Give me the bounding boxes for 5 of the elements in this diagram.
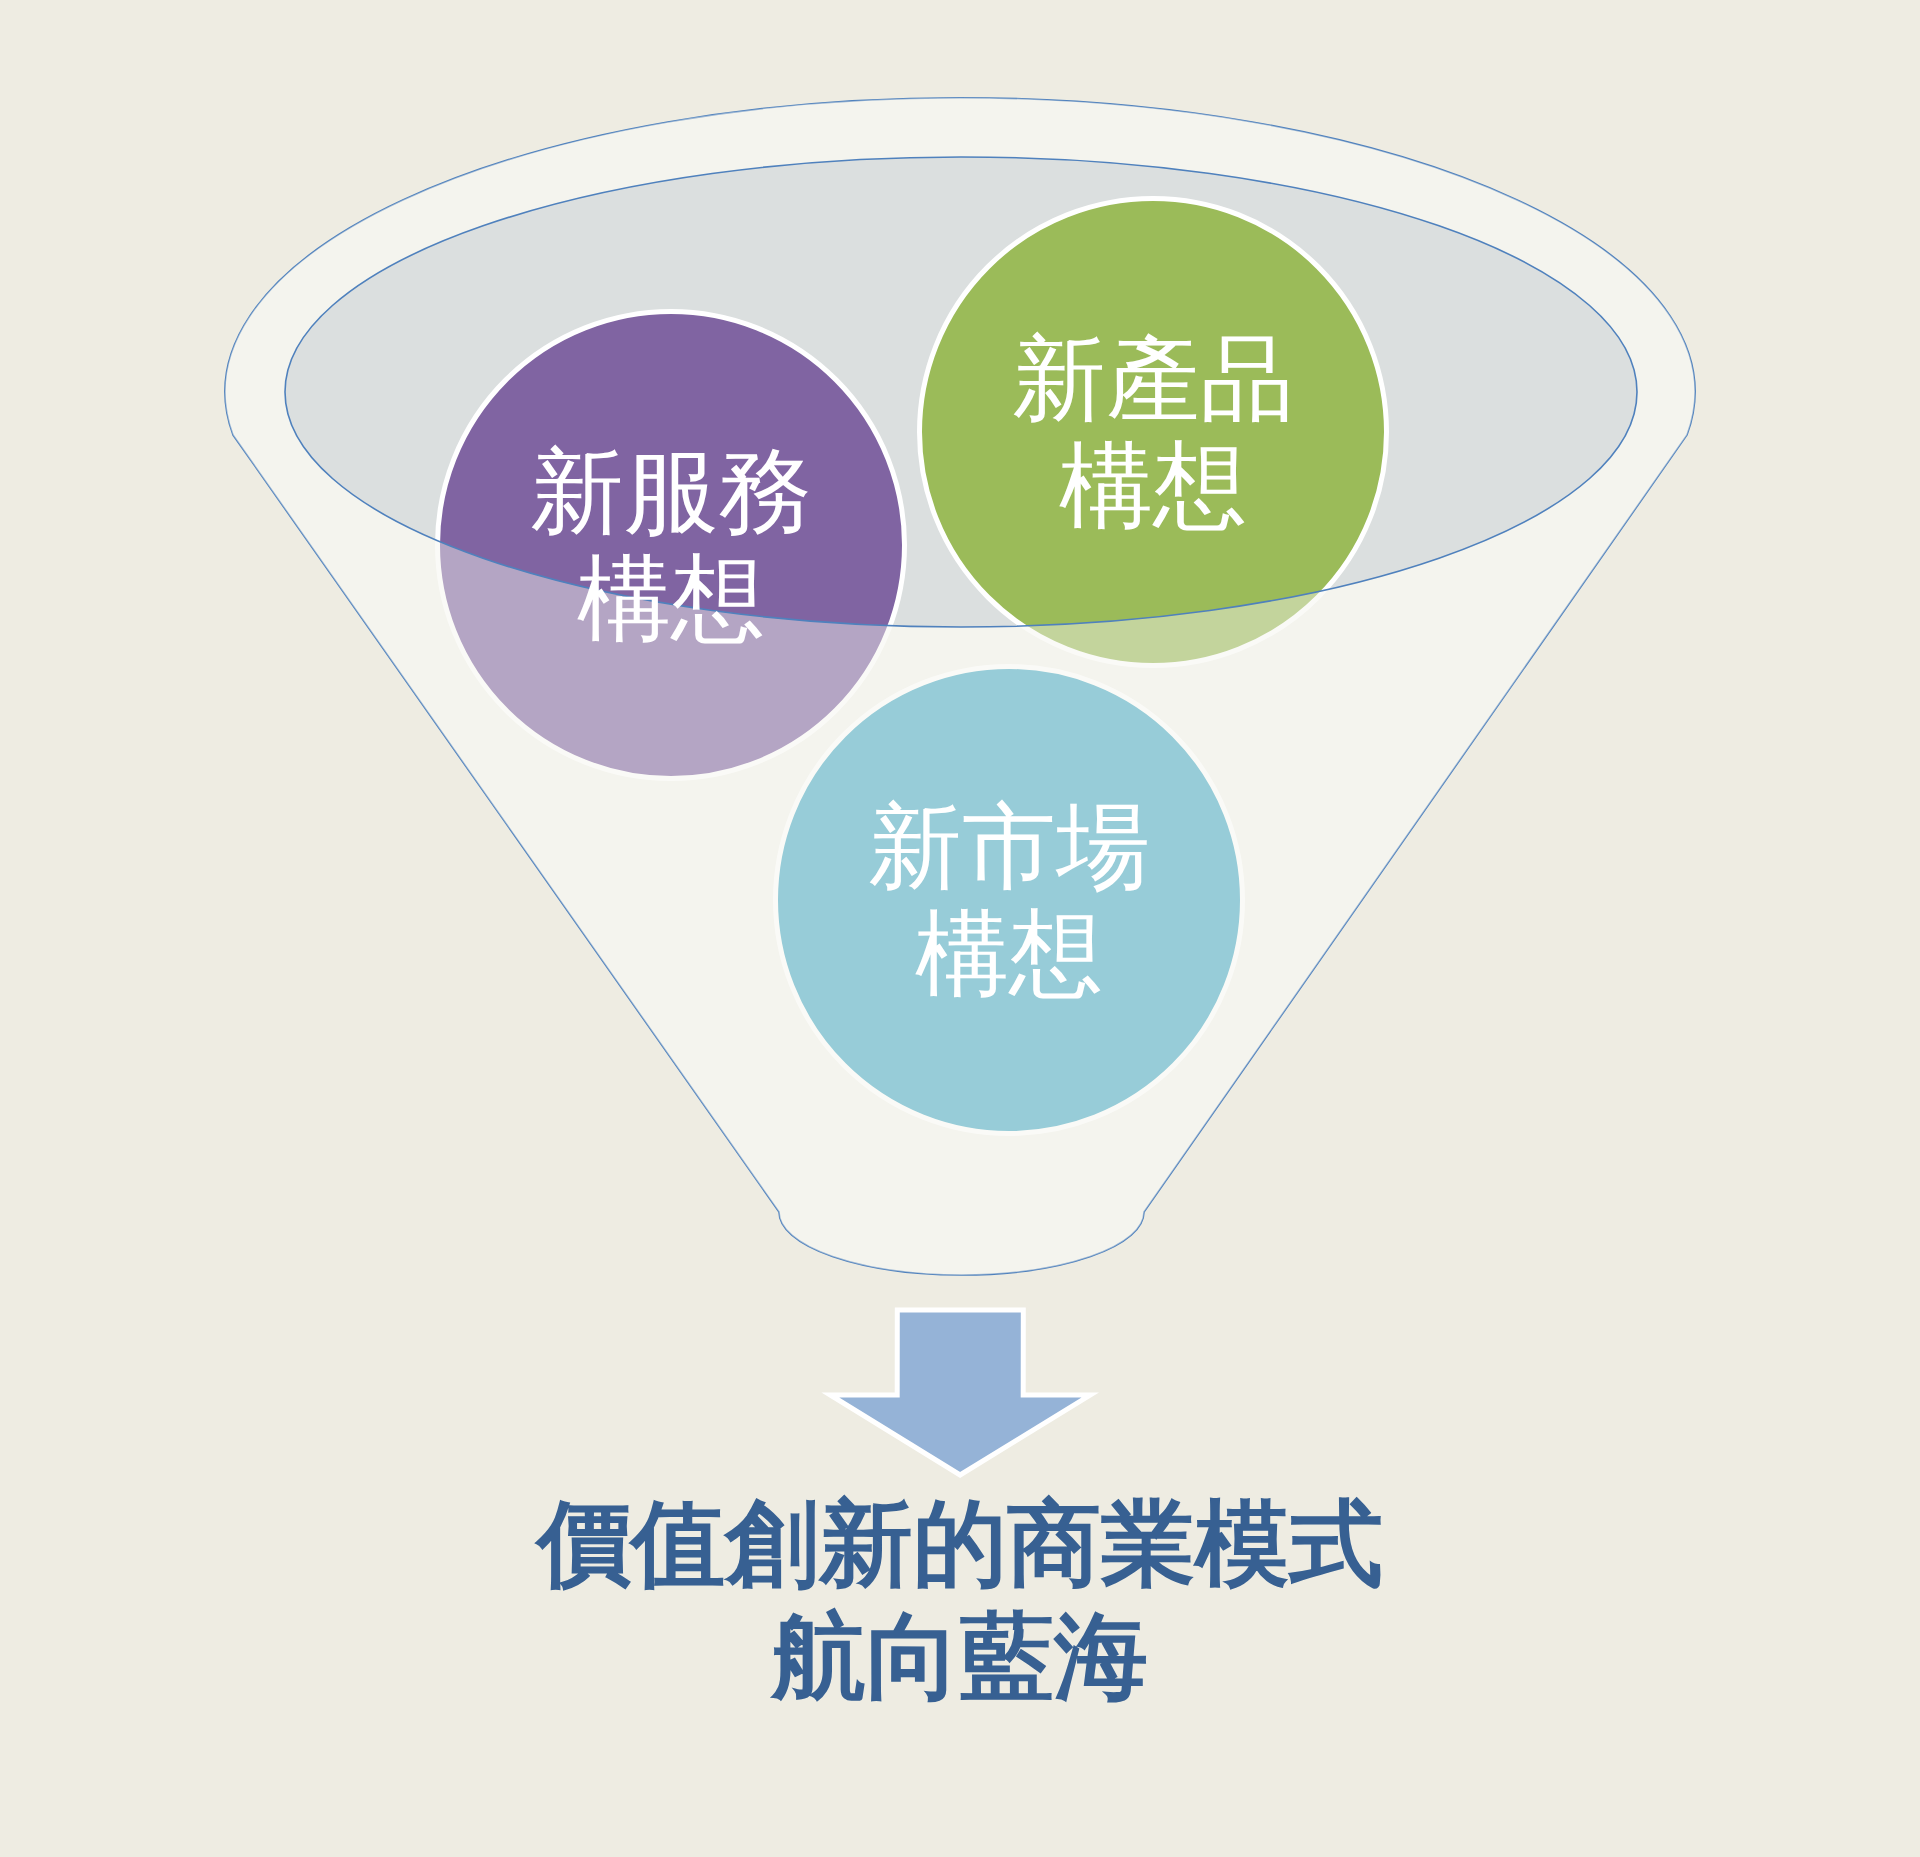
circle-label: 新產品構想 (1011, 324, 1295, 540)
circle-label: 新市場構想 (867, 792, 1151, 1008)
result-text: 價值創新的商業模式航向藍海 (523, 1488, 1397, 1714)
block-arrow (821, 1307, 1100, 1478)
funnel (226, 96, 1696, 1277)
